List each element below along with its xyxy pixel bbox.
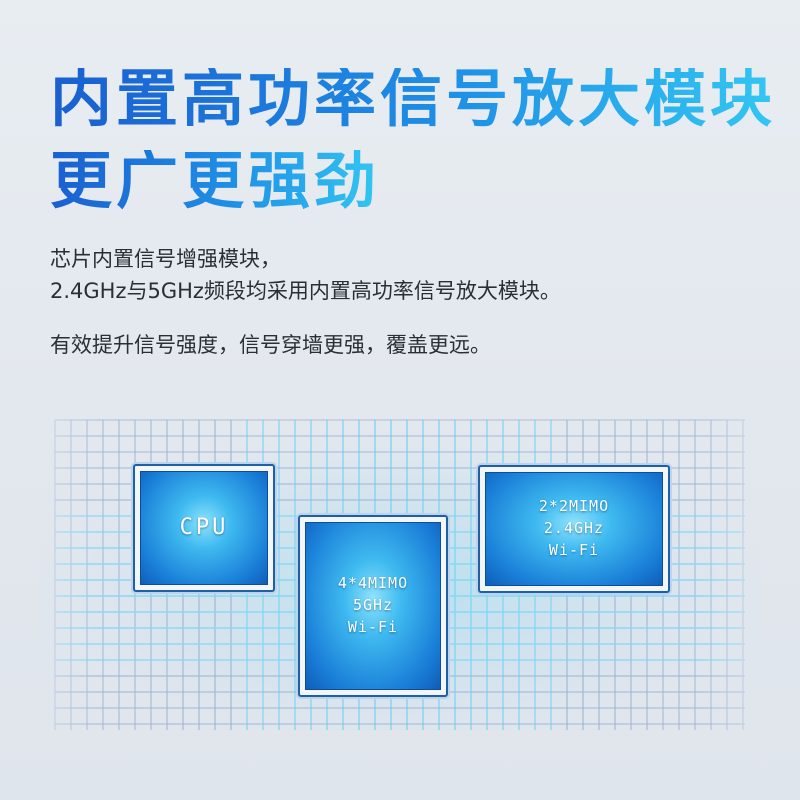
wifi-24g-band-label: 2.4GHz: [543, 519, 605, 538]
cpu-chip-label: CPU: [179, 515, 229, 541]
wifi-5g-band-label: 5GHz: [352, 596, 394, 615]
cpu-chip: CPU: [133, 464, 275, 592]
headline-line-1: 内置高功率信号放大模块: [50, 62, 777, 135]
wifi-5g-chip: 4*4MIMO 5GHz Wi-Fi: [298, 515, 448, 697]
description-line-1: 芯片内置信号增强模块，: [50, 247, 281, 271]
wifi-24g-mimo-label: 2*2MIMO: [538, 497, 610, 516]
description-line-2: 2.4GHz与5GHz频段均采用内置高功率信号放大模块。: [50, 279, 561, 303]
wifi-5g-mimo-label: 4*4MIMO: [337, 574, 409, 593]
wifi-24g-chip: 2*2MIMO 2.4GHz Wi-Fi: [478, 465, 670, 593]
wifi-5g-chip-core: 4*4MIMO 5GHz Wi-Fi: [305, 522, 441, 690]
headline-line-2: 更广更强劲: [50, 144, 381, 217]
description-line-3: 有效提升信号强度，信号穿墙更强，覆盖更远。: [50, 333, 491, 357]
wifi-24g-wifi-label: Wi-Fi: [548, 540, 600, 559]
wifi-24g-chip-core: 2*2MIMO 2.4GHz Wi-Fi: [485, 472, 663, 586]
cpu-chip-core: CPU: [140, 471, 268, 585]
wifi-5g-wifi-label: Wi-Fi: [347, 617, 399, 636]
